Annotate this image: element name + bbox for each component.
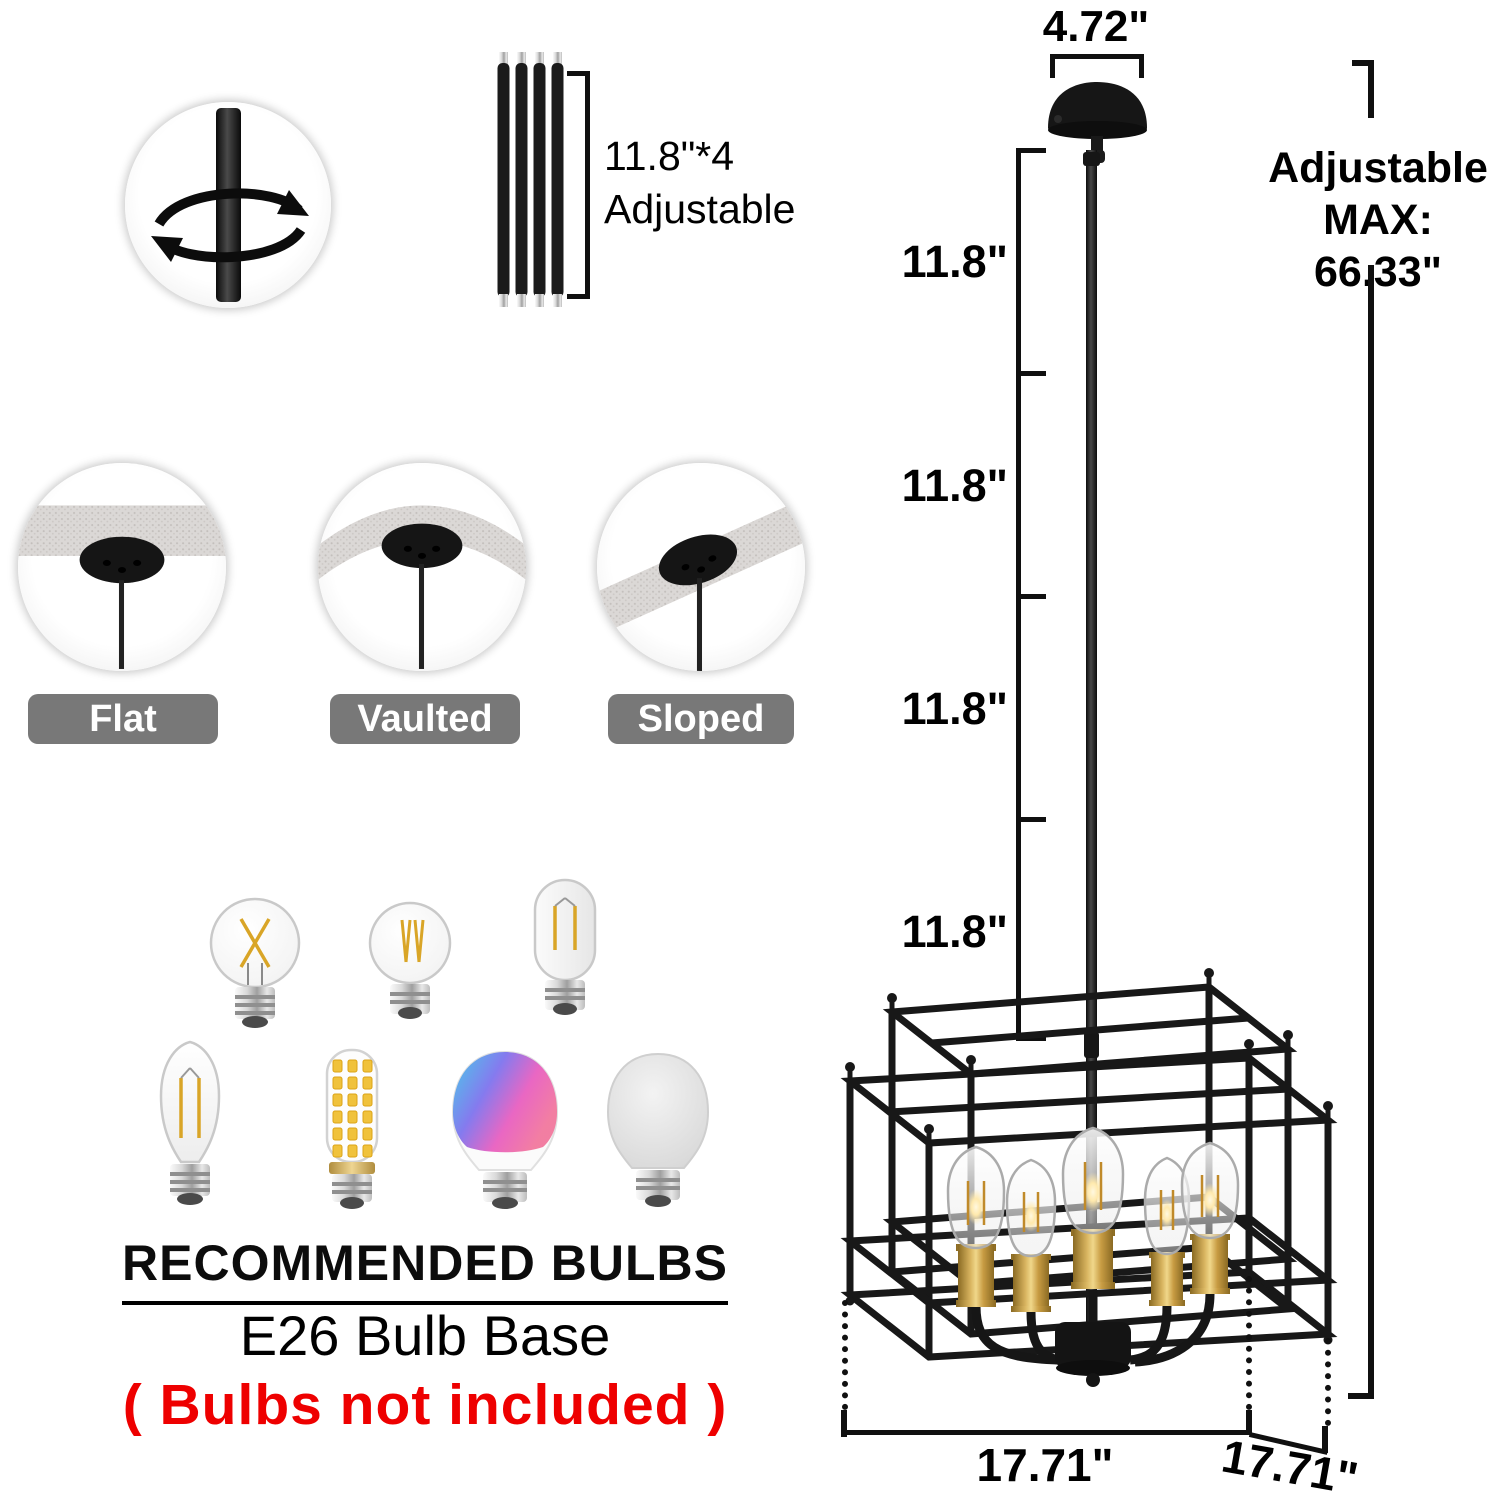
max-height-bracket-bottom-foot — [1348, 1393, 1374, 1399]
sloped-ceiling-icon — [586, 493, 816, 671]
rod-kit-bracket-tick-bottom — [567, 294, 590, 299]
rod-segment-label-4: 11.8" — [901, 906, 1008, 957]
rod-coupler-top — [1083, 152, 1100, 166]
vaulted-ceiling-detail-circle — [309, 463, 535, 671]
rod-segment-label-2: 11.8" — [901, 460, 1008, 511]
adjustable-max-line2: MAX: 66.33" — [1314, 196, 1442, 296]
globe-filament-bulb-icon — [209, 897, 301, 1028]
cage-width-label: 17.71" — [976, 1439, 1114, 1491]
flat-ceiling-icon — [12, 505, 232, 669]
cage-depth-tick — [1322, 1426, 1328, 1453]
max-height-bracket-line — [1368, 265, 1374, 1398]
rod-coupler-bottom — [1084, 1032, 1099, 1058]
recommended-bulbs-heading: RECOMMENDED BULBS — [75, 1234, 775, 1305]
cage-width-dim-line — [844, 1430, 1250, 1435]
rod-kit-label: 11.8"*4 Adjustable — [604, 130, 795, 236]
bulbs-not-included-note: ( Bulbs not included ) — [122, 1373, 728, 1437]
flat-ceiling-detail-circle — [12, 463, 232, 671]
adjustable-max-label: Adjustable MAX: 66.33" — [1268, 142, 1488, 298]
rod-measure-tick-2 — [1016, 371, 1046, 376]
rotation-arrows-icon — [151, 108, 309, 302]
tube-filament-bulb-icon — [533, 878, 597, 1015]
rod-segment-label-1: 11.8" — [901, 236, 1008, 287]
mount-label-vaulted: Vaulted — [330, 694, 520, 744]
rotating-rod-detail-circle — [125, 102, 331, 308]
cage-width-tick-left — [841, 1410, 847, 1437]
vaulted-ceiling-icon — [309, 505, 535, 669]
rod-measure-tick-4 — [1016, 817, 1046, 822]
frosted-white-bulb-icon — [606, 1052, 710, 1207]
max-height-bracket-top-stub — [1368, 60, 1374, 118]
rod-kit-label-line1: 11.8"*4 — [604, 133, 735, 179]
bulb-base-subheading: E26 Bulb Base — [239, 1304, 611, 1367]
rod-measure-tick-1 — [1016, 148, 1046, 153]
ceiling-canopy-icon — [1048, 82, 1147, 163]
cage-right-extension-line — [1246, 1276, 1252, 1410]
canopy-width-bracket-left-tick — [1050, 54, 1055, 78]
canopy-width-bracket-right-tick — [1139, 54, 1144, 78]
corn-led-bulb-icon — [325, 1048, 379, 1209]
globe-filament-bulb-icon — [368, 901, 452, 1019]
center-hub — [1055, 1322, 1131, 1387]
max-height-bracket-top-foot — [1352, 60, 1374, 66]
canopy-width-label: 4.72" — [1042, 2, 1150, 51]
down-rods-icon — [497, 52, 564, 307]
rod-kit-bracket-line — [585, 71, 590, 299]
edison-bulbs — [946, 1126, 1240, 1258]
recommended-bulbs-heading-text: RECOMMENDED BULBS — [122, 1234, 728, 1305]
rod-kit-bracket-tick-top — [567, 71, 590, 76]
rod-segment-label-3: 11.8" — [901, 683, 1008, 734]
cage-left-extension-line — [842, 1300, 848, 1410]
cage-chandelier — [840, 968, 1338, 1387]
edison-st64-bulb-icon — [159, 1040, 221, 1205]
cage-width-tick-right — [1246, 1410, 1252, 1435]
canopy-width-bracket — [1050, 54, 1144, 59]
cage-depth-extension-line — [1325, 1338, 1331, 1426]
rod-kit-label-line2: Adjustable — [604, 186, 796, 232]
rgb-smart-bulb-icon — [451, 1050, 559, 1209]
sloped-ceiling-detail-circle — [586, 463, 816, 671]
hanging-rod — [1086, 150, 1097, 1325]
rod-measure-tick-3 — [1016, 594, 1046, 599]
mount-label-sloped: Sloped — [608, 694, 794, 744]
adjustable-max-line1: Adjustable — [1268, 144, 1488, 192]
mount-label-flat: Flat — [28, 694, 218, 744]
